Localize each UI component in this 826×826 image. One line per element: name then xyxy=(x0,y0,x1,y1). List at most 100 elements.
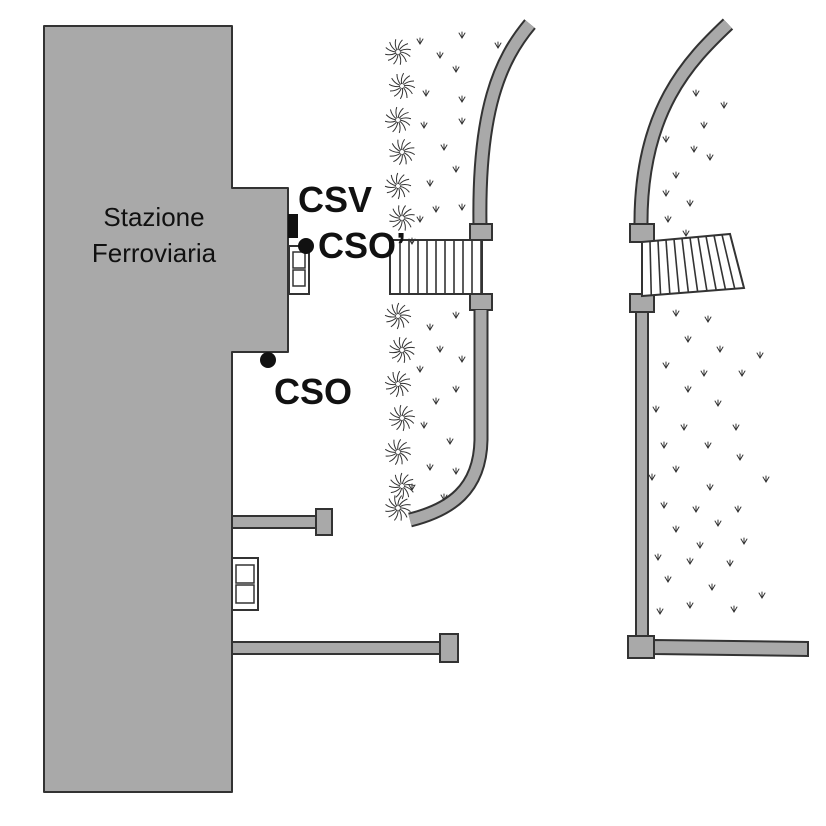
grass-tick xyxy=(672,465,680,473)
bridge-slat xyxy=(681,238,690,293)
shrub-symbol xyxy=(388,404,416,432)
cso-label: CSO xyxy=(274,371,352,412)
grass-tick xyxy=(416,37,424,45)
grass-tick xyxy=(664,575,672,583)
grass-tick xyxy=(432,205,440,213)
grass-tick xyxy=(696,541,704,549)
bridge-slat xyxy=(705,236,717,291)
cso-prime-dot xyxy=(298,238,314,254)
grass-tick xyxy=(494,41,502,49)
shrub-symbol xyxy=(384,438,412,466)
grass-tick xyxy=(700,369,708,377)
shrub-symbol xyxy=(385,495,411,521)
cso-prime-label: CSO’ xyxy=(318,225,406,266)
bridge-right xyxy=(641,232,746,298)
grass-tick xyxy=(458,355,466,363)
curved-wall-left-upper xyxy=(469,19,536,241)
curved-wall-left-lower xyxy=(408,293,493,528)
grass-tick xyxy=(736,453,744,461)
grass-tick xyxy=(692,505,700,513)
grass-tick xyxy=(726,559,734,567)
grass-tick xyxy=(738,369,746,377)
grass-tick xyxy=(452,385,460,393)
grass-tick xyxy=(682,229,690,237)
grass-tick xyxy=(436,51,444,59)
grass-tick xyxy=(734,505,742,513)
platform-wall-2 xyxy=(231,633,459,663)
grass-tick xyxy=(654,553,662,561)
grass-tick xyxy=(740,537,748,545)
shrub-symbol xyxy=(384,370,412,398)
bridge-left xyxy=(389,239,483,295)
grass-tick xyxy=(656,607,664,615)
cso-dot xyxy=(260,352,276,368)
curved-wall-right-upper xyxy=(629,18,734,243)
shrub-symbol xyxy=(384,302,412,330)
grass-tick xyxy=(692,89,700,97)
shrub-symbol xyxy=(384,106,412,134)
grass-tick xyxy=(420,121,428,129)
station-name-line1: Stazione xyxy=(103,202,204,232)
shrub-symbol xyxy=(388,472,416,500)
station-name-line2: Ferroviaria xyxy=(92,238,217,268)
grass-tick xyxy=(426,463,434,471)
grass-tick xyxy=(672,309,680,317)
grass-tick xyxy=(672,525,680,533)
grass-tick xyxy=(732,423,740,431)
grass-tick xyxy=(756,351,764,359)
grass-tick xyxy=(660,441,668,449)
grass-tick xyxy=(452,311,460,319)
grass-tick xyxy=(684,385,692,393)
bridge-slat xyxy=(713,235,727,290)
grass-tick xyxy=(440,143,448,151)
grass-tick xyxy=(704,441,712,449)
platform-wall-1 xyxy=(231,508,333,536)
grass-tick xyxy=(416,215,424,223)
grass-tick xyxy=(704,315,712,323)
grass-tick xyxy=(422,89,430,97)
grass-tick xyxy=(662,135,670,143)
shrub-symbol xyxy=(389,205,415,231)
grass-tick xyxy=(720,101,728,109)
grass-tick xyxy=(758,591,766,599)
grass-tick xyxy=(686,601,694,609)
grass-tick xyxy=(714,399,722,407)
bridge-slat xyxy=(689,237,699,292)
grass-tick xyxy=(436,345,444,353)
shrub-symbol xyxy=(389,337,415,363)
csv-sensor xyxy=(288,214,298,238)
grass-tick xyxy=(664,215,672,223)
grass-tick xyxy=(686,557,694,565)
grass-tick xyxy=(426,179,434,187)
bridge-slat xyxy=(673,239,680,294)
grass-tick xyxy=(452,467,460,475)
grass-tick xyxy=(446,437,454,445)
shrub-symbol xyxy=(385,39,411,65)
grass-tick xyxy=(686,199,694,207)
station-building xyxy=(43,25,289,793)
shrub-symbol xyxy=(388,138,416,166)
grass-tick xyxy=(762,475,770,483)
grass-tick xyxy=(706,153,714,161)
bridge-slat xyxy=(721,234,736,289)
grass-tick xyxy=(408,483,416,491)
grass-tick xyxy=(680,423,688,431)
bridge-slat xyxy=(697,236,708,292)
door-box-lower xyxy=(231,557,259,611)
grass-tick xyxy=(730,605,738,613)
grass-tick xyxy=(708,583,716,591)
grass-tick xyxy=(432,397,440,405)
grass-tick xyxy=(690,145,698,153)
grass-tick xyxy=(420,421,428,429)
bridge-slat xyxy=(665,239,671,294)
shrub-hatching xyxy=(384,39,416,521)
grass-tick xyxy=(700,121,708,129)
grass-tick xyxy=(662,361,670,369)
bridge-slat xyxy=(649,241,653,296)
grass-hatching xyxy=(408,31,770,615)
grass-tick xyxy=(452,165,460,173)
grass-tick xyxy=(408,237,416,245)
bridge-slat xyxy=(657,240,662,295)
door-box-upper xyxy=(288,245,310,295)
